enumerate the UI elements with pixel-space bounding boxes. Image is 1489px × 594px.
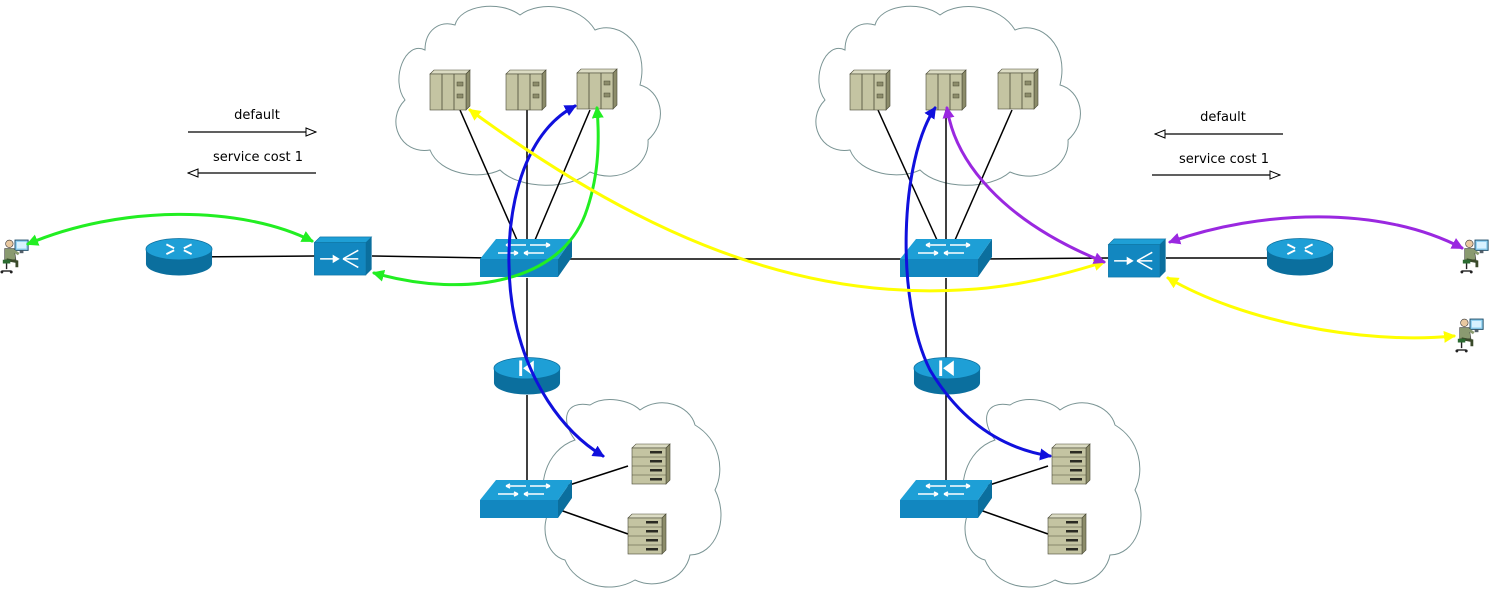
tower-server-left-1-icon[interactable] — [631, 443, 671, 485]
tower-server-right-1-icon[interactable] — [1051, 443, 1091, 485]
legend-left: default service cost 1 — [188, 108, 316, 173]
load-balancer-left-icon[interactable] — [313, 236, 373, 276]
user-right-top-icon[interactable] — [1460, 238, 1489, 275]
legend-left-default-label: default — [234, 108, 280, 123]
legend-right-service-label: service cost 1 — [1179, 152, 1269, 167]
tower-server-left-2-icon[interactable] — [627, 513, 667, 555]
router-left-icon[interactable] — [145, 237, 213, 277]
rack-server-left-2-icon[interactable] — [505, 69, 547, 111]
user-left-icon[interactable] — [0, 238, 30, 275]
rack-server-right-2-icon[interactable] — [925, 69, 967, 111]
access-switch-left-icon[interactable] — [479, 479, 573, 519]
router-right-icon[interactable] — [1266, 237, 1334, 277]
legend-right: default service cost 1 — [1152, 110, 1283, 175]
flow-purple-client — [1168, 215, 1464, 250]
flow-purple-server — [942, 106, 1106, 264]
firewall-right-icon[interactable] — [913, 357, 981, 395]
rack-server-left-3-icon[interactable] — [576, 68, 618, 110]
legend-left-service-label: service cost 1 — [213, 150, 303, 165]
rack-server-right-3-icon[interactable] — [997, 68, 1039, 110]
flow-yellow-client — [1166, 276, 1456, 343]
core-switch-right-icon[interactable] — [899, 238, 993, 278]
rack-server-right-1-icon[interactable] — [849, 69, 891, 111]
tower-server-right-2-icon[interactable] — [1047, 513, 1087, 555]
flow-green-client — [26, 212, 314, 246]
access-switch-right-icon[interactable] — [899, 479, 993, 519]
flow-yellow-cross — [468, 108, 1106, 293]
legend-right-default-label: default — [1200, 110, 1246, 125]
load-balancer-right-icon[interactable] — [1107, 238, 1167, 278]
rack-server-left-1-icon[interactable] — [429, 69, 471, 111]
user-right-bottom-icon[interactable] — [1455, 317, 1485, 354]
